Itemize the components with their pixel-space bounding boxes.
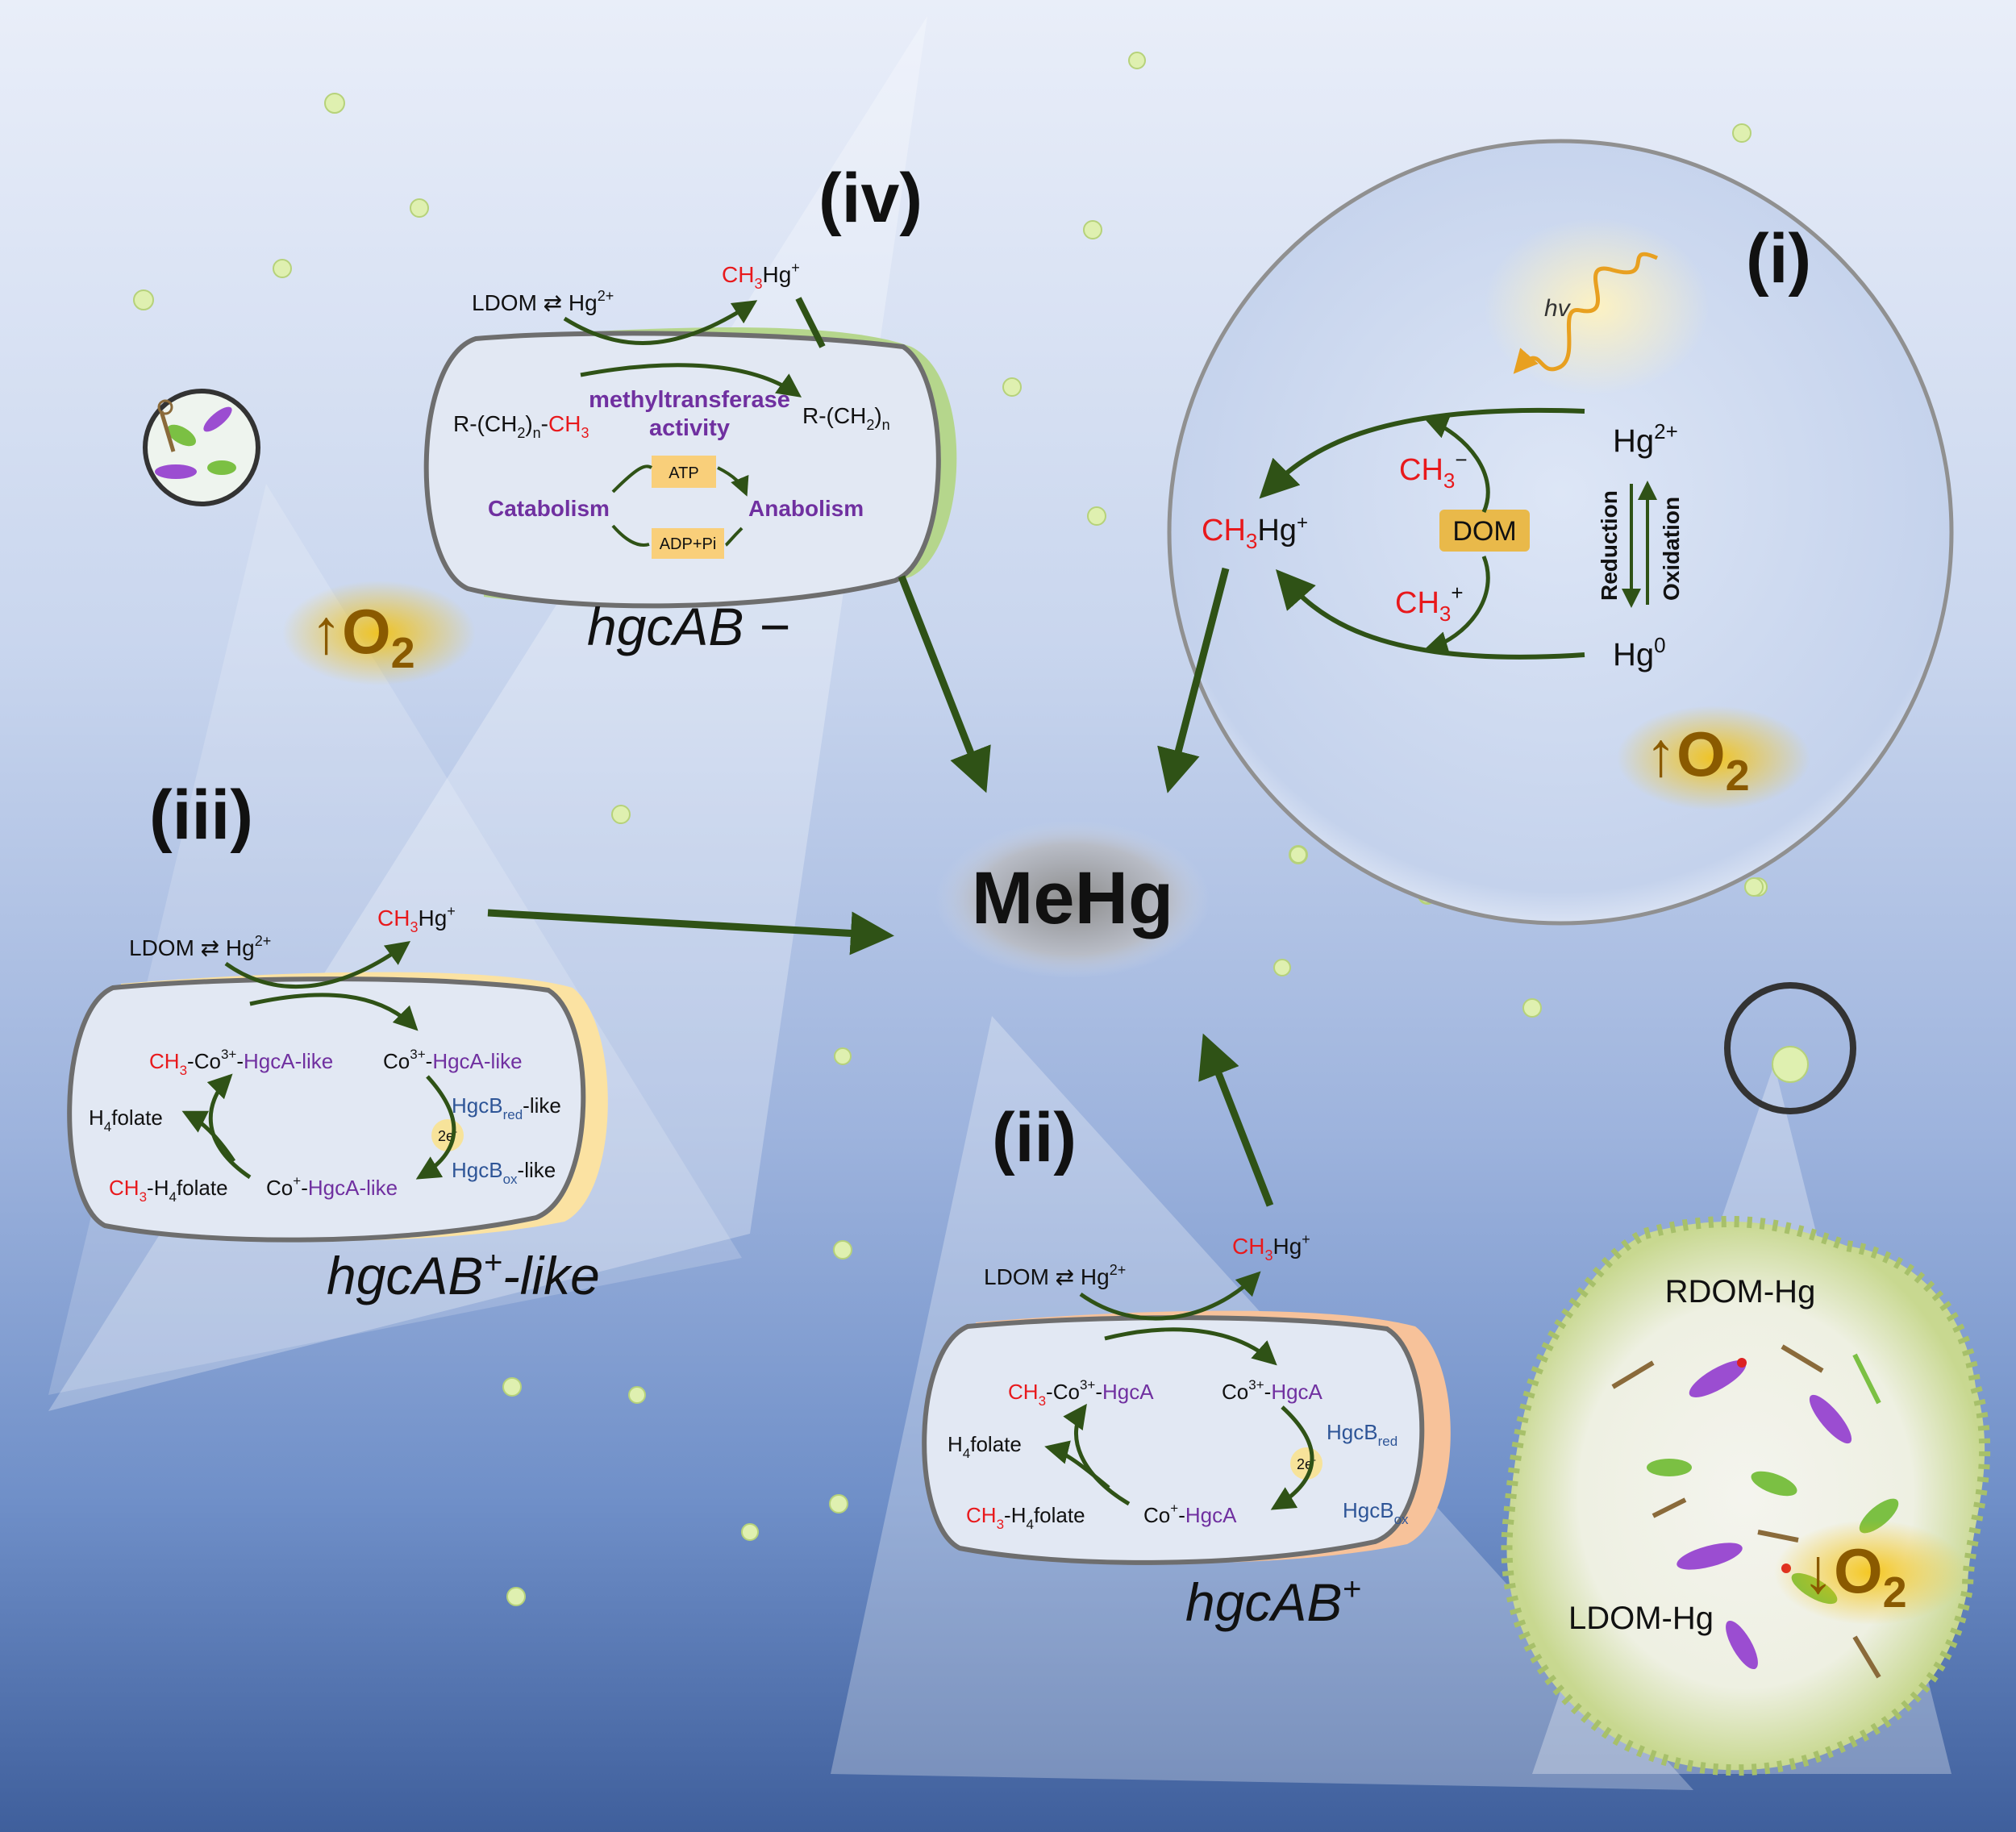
iii-hgcb-ox: HgcBox-like <box>452 1158 556 1187</box>
iii-hgcb-red: HgcBred-like <box>452 1093 561 1122</box>
iii-product: CH3Hg+ <box>377 903 456 935</box>
ii-h4folate: H4folate <box>948 1432 1022 1461</box>
iv-enzyme2: activity <box>649 415 730 441</box>
adp-label: ADP+Pi <box>660 535 717 553</box>
iii-ch3co: CH3-Co3+-HgcA-like <box>149 1047 333 1078</box>
iv-ldom: LDOM ⇄ Hg2+ <box>472 288 614 315</box>
ii-hgcb-red: HgcBred <box>1327 1420 1397 1449</box>
adp-badge <box>652 528 724 559</box>
o2-up-right: ↑O2 <box>1645 718 1750 800</box>
hg0-label: Hg0 <box>1613 633 1666 672</box>
panel-i-product: CH3Hg+ <box>1202 512 1308 553</box>
mehg-label: MeHg <box>972 857 1173 939</box>
o2-down: ↓O2 <box>1802 1535 1907 1617</box>
iii-ldom: LDOM ⇄ Hg2+ <box>129 933 271 960</box>
ii-coplus: Co+-HgcA <box>1143 1501 1237 1527</box>
rdom-label: RDOM-Hg <box>1665 1274 1816 1309</box>
panel-ii-label: (ii) <box>992 1099 1077 1176</box>
ii-ch3h4: CH3-H4folate <box>966 1503 1085 1532</box>
reduction-label: Reduction <box>1597 490 1622 601</box>
iv-gene-label: hgcAB − <box>587 597 789 656</box>
aggregate-particle: RDOM-Hg LDOM-Hg ↓O2 <box>1501 982 1991 1776</box>
dom-label: DOM <box>1452 516 1516 547</box>
ldom-label: LDOM-Hg <box>1568 1601 1714 1636</box>
atp-badge <box>652 456 716 488</box>
panel-ii: (ii) LDOM ⇄ Hg2+ CH3Hg+ CH3-Co3+-HgcA Co… <box>922 1099 1451 1632</box>
o2-indicators: ↑O2 ↑O2 <box>282 581 1810 810</box>
photon-wave <box>1513 252 1659 374</box>
o2-up-left: ↑O2 <box>310 596 415 677</box>
ch3-minus-label: CH3− <box>1399 448 1468 493</box>
iii-coplus: Co+-HgcA-like <box>266 1173 398 1200</box>
anabolism-label: Anabolism <box>748 496 864 521</box>
hg2-label: Hg2+ <box>1613 419 1678 459</box>
iii-gene-label: hgcAB+-like <box>327 1245 600 1305</box>
cell-iii <box>67 976 586 1243</box>
ii-product: CH3Hg+ <box>1232 1231 1310 1264</box>
panel-i-label: (i) <box>1746 220 1811 298</box>
hv-label: hv <box>1544 295 1572 322</box>
iv-enzyme1: methyltransferase <box>589 387 790 413</box>
ii-co3: Co3+-HgcA <box>1222 1377 1323 1404</box>
iv-substrate: R-(CH2)n-CH3 <box>453 411 589 441</box>
atp-label: ATP <box>669 464 698 482</box>
ii-hgcb-ox: HgcBox <box>1343 1498 1409 1527</box>
panel-iv: (iv) LDOM ⇄ Hg2+ CH3Hg+ R-(CH2)n-CH3 R-(… <box>423 160 957 656</box>
iii-co3: Co3+-HgcA-like <box>383 1047 523 1073</box>
iv-prod2: R-(CH2)n <box>802 403 890 433</box>
panel-iv-label: (iv) <box>818 160 923 237</box>
panel-iii-label: (iii) <box>149 777 253 854</box>
ii-gene-label: hgcAB+ <box>1185 1572 1361 1632</box>
oxidation-label: Oxidation <box>1659 497 1684 601</box>
iv-product: CH3Hg+ <box>722 260 800 292</box>
microbe-inset <box>143 389 260 506</box>
ii-ch3co: CH3-Co3+-HgcA <box>1008 1377 1154 1409</box>
ii-ldom: LDOM ⇄ Hg2+ <box>984 1262 1126 1289</box>
ch3-plus-label: CH3+ <box>1395 581 1464 626</box>
dom-badge <box>1439 510 1530 552</box>
center-mehg: MeHg <box>935 821 1210 978</box>
pathway-arrows <box>487 567 1274 1207</box>
iii-h4folate: H4folate <box>89 1105 163 1135</box>
catabolism-label: Catabolism <box>488 496 610 521</box>
iii-ch3h4: CH3-H4folate <box>109 1176 228 1205</box>
panel-i: (i) hv Hg2+ Hg0 CH3Hg+ CH3− CH3+ DOM Red… <box>1167 139 1954 926</box>
panel-iii: (iii) LDOM ⇄ Hg2+ CH3Hg+ CH3-Co3+-HgcA-l… <box>67 777 608 1305</box>
